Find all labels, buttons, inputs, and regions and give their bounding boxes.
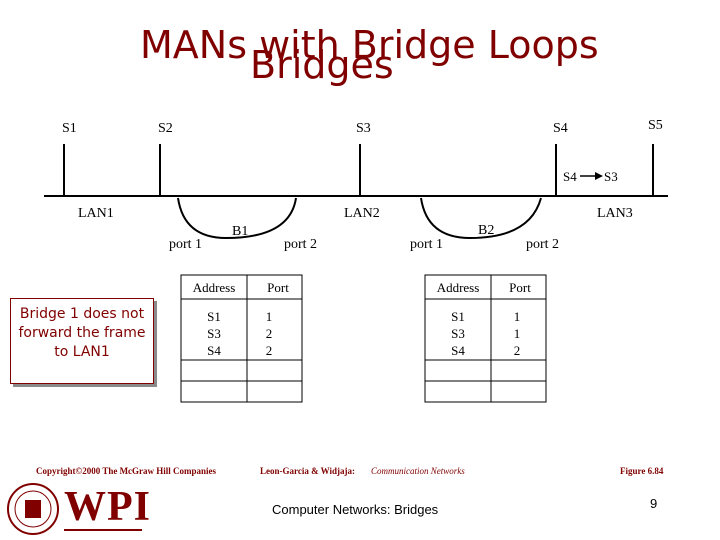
bridge-b2-port1-label: port 1 — [410, 237, 444, 252]
bridge-b1-label: B1 — [232, 224, 249, 239]
footer-book: Communication Networks — [371, 466, 465, 476]
bridge-b2-table-grid — [424, 274, 547, 403]
b2-table-header-port: Port — [509, 280, 531, 295]
frame-arrowhead — [595, 172, 603, 180]
b2-table-ports: 1 1 2 — [513, 309, 521, 358]
station-s3-label: S3 — [356, 121, 371, 136]
frame-source-label: S4 — [563, 169, 577, 184]
footer-copyright: Copyright©2000 The McGraw Hill Companies — [36, 466, 217, 476]
b1-table-addresses: S1 S3 S4 — [207, 309, 221, 358]
page-number: 9 — [650, 496, 658, 511]
footer-authors: Leon-Garcia & Widjaja: — [260, 466, 355, 476]
bridge-b2-port2-label: port 2 — [526, 237, 560, 252]
bridge-b1-connector — [177, 197, 297, 240]
station-s4-label: S4 — [553, 121, 568, 136]
b1-table-ports: 1 2 2 — [265, 309, 273, 358]
b2-table-addresses: S1 S3 S4 — [451, 309, 465, 358]
course-title: Computer Networks: Bridges — [272, 502, 439, 517]
slide-title-overlay: Bridges — [250, 43, 394, 87]
b1-table-header-address: Address — [192, 280, 236, 295]
bridge-b1-port1-label: port 1 — [169, 237, 203, 252]
slide-title: MANs with Bridge Loops — [140, 23, 599, 67]
figure-number: Figure 6.84 — [620, 466, 664, 476]
b1-table-header-port: Port — [267, 280, 289, 295]
wpi-seal — [7, 483, 59, 535]
bridge-b1-table-grid — [180, 274, 303, 403]
frame-destination-label: S3 — [604, 169, 618, 184]
bridge-b2-connector — [420, 197, 542, 240]
station-s1-label: S1 — [62, 121, 77, 136]
bridge-b1-port2-label: port 2 — [284, 237, 318, 252]
lan1-label: LAN1 — [78, 206, 114, 221]
lan2-label: LAN2 — [344, 206, 380, 221]
wpi-logo-text: WPI — [64, 484, 151, 530]
note-callout: Bridge 1 does not forward the frame to L… — [10, 298, 154, 384]
station-s2-label: S2 — [158, 121, 173, 136]
bridge-b2-label: B2 — [478, 223, 495, 238]
lan3-label: LAN3 — [597, 206, 633, 221]
station-s5-label: S5 — [648, 118, 663, 133]
b2-table-header-address: Address — [436, 280, 480, 295]
